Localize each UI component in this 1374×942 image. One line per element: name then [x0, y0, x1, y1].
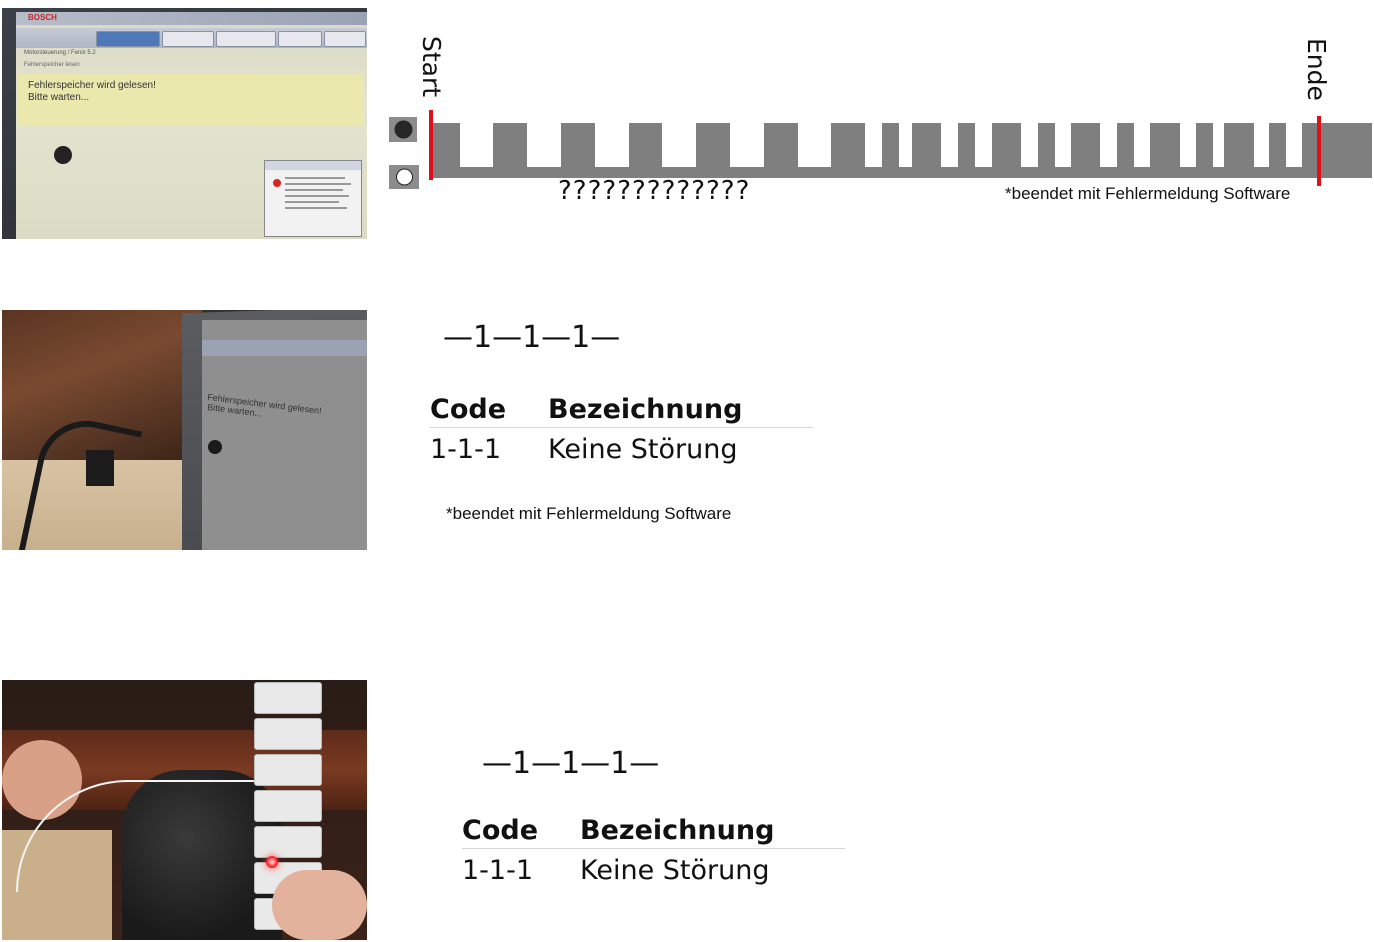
column-header-bezeichnung: Bezeichnung	[580, 815, 845, 849]
signal-pulse	[561, 123, 595, 178]
dialog-text-line	[285, 195, 349, 197]
blink-sequence: —1—1—1—	[482, 746, 660, 781]
table-row: 1-1-1 Keine Störung	[430, 428, 813, 465]
tab-extra-2	[324, 31, 366, 47]
signal-pulse	[1150, 123, 1180, 178]
filled-circle-icon	[394, 120, 413, 139]
unknown-code-label: ?????????????	[558, 176, 751, 206]
hand	[272, 870, 367, 940]
diagnostic-plug	[86, 450, 114, 486]
dialog-text-line	[285, 177, 345, 179]
tab-extra	[278, 31, 322, 47]
signal-pulse	[629, 123, 662, 178]
signal-pulse	[1302, 123, 1372, 178]
code-table: Code Bezeichnung 1-1-1 Keine Störung	[462, 815, 845, 886]
software-error-note: *beendet mit Fehlermeldung Software	[1005, 184, 1291, 203]
cell-code: 1-1-1	[462, 855, 534, 886]
signal-pulse	[493, 123, 527, 178]
dialog-text-line	[285, 201, 339, 203]
tab-suche	[162, 31, 214, 47]
table-header-row: Code Bezeichnung	[430, 394, 813, 428]
terminal-block	[254, 790, 322, 822]
column-header-code: Code	[462, 815, 580, 849]
column-header-bezeichnung: Bezeichnung	[548, 394, 813, 428]
signal-diagram	[389, 110, 1372, 189]
brand-logo: BOSCH	[28, 13, 57, 22]
laptop-screen: BOSCH Motorsteuerung / Fenix 5.2 Fehlers…	[16, 12, 367, 239]
dialog-text-line	[285, 207, 347, 209]
software-error-note: *beendet mit Fehlermeldung Software	[446, 504, 732, 523]
breadcrumb: Motorsteuerung / Fenix 5.2	[24, 50, 96, 56]
hollow-circle-icon	[396, 168, 413, 186]
tab-diagnose	[96, 31, 160, 47]
photo-laptop-in-car: Fehlerspeicher wird gelesen! Bitte warte…	[2, 310, 367, 550]
signal-pulse	[696, 123, 730, 178]
signal-pulse	[431, 123, 460, 178]
table-row: 1-1-1 Keine Störung	[462, 849, 845, 886]
cell-code: 1-1-1	[430, 434, 502, 465]
error-dialog	[264, 160, 362, 237]
page-subtitle: Fehlerspeicher lesen	[24, 62, 80, 68]
tab-messung	[216, 31, 276, 47]
camera-dot	[54, 146, 72, 164]
laptop-screen	[202, 320, 367, 550]
error-icon	[273, 179, 281, 187]
signal-pulse	[1196, 123, 1213, 178]
signal-pulse	[764, 123, 798, 178]
camera-dot	[208, 440, 222, 454]
start-label: Start	[417, 36, 446, 98]
terminal-block	[254, 754, 322, 786]
screen-topbar: BOSCH	[16, 12, 367, 25]
end-label: Ende	[1302, 38, 1331, 101]
signal-pulse	[1224, 123, 1254, 178]
pulse-train	[431, 123, 1372, 178]
status-panel	[18, 74, 364, 126]
terminal-block	[254, 826, 322, 858]
terminal-block	[254, 682, 322, 714]
cell-bezeichnung: Keine Störung	[548, 434, 738, 465]
signal-pulse	[912, 123, 941, 178]
status-line-2: Bitte warten...	[28, 92, 90, 103]
dialog-text-line	[285, 183, 351, 185]
dialog-titlebar	[265, 161, 361, 170]
dialog-text-line	[285, 189, 343, 191]
signal-pulse	[831, 123, 865, 178]
led-lit	[266, 856, 278, 868]
signal-pulse	[992, 123, 1021, 178]
column-header-code: Code	[430, 394, 548, 428]
screen-tabs	[202, 340, 367, 356]
photo-laptop-screen: BOSCH Motorsteuerung / Fenix 5.2 Fehlers…	[2, 8, 367, 239]
signal-pulse	[1071, 123, 1100, 178]
status-line-1: Fehlerspeicher wird gelesen!	[28, 80, 156, 91]
signal-baseline	[431, 167, 1372, 178]
cell-bezeichnung: Keine Störung	[580, 855, 770, 886]
signal-pulse	[1038, 123, 1055, 178]
blink-sequence: —1—1—1—	[443, 320, 621, 355]
signal-pulse	[958, 123, 975, 178]
table-header-row: Code Bezeichnung	[462, 815, 845, 849]
signal-pulse	[882, 123, 899, 178]
signal-pulse	[1269, 123, 1286, 178]
screen-tabs	[16, 28, 367, 48]
photo-led-terminal-strip	[2, 680, 367, 940]
code-table: Code Bezeichnung 1-1-1 Keine Störung	[430, 394, 813, 465]
terminal-block	[254, 718, 322, 750]
signal-pulse	[1117, 123, 1134, 178]
wood-trim	[2, 310, 202, 460]
